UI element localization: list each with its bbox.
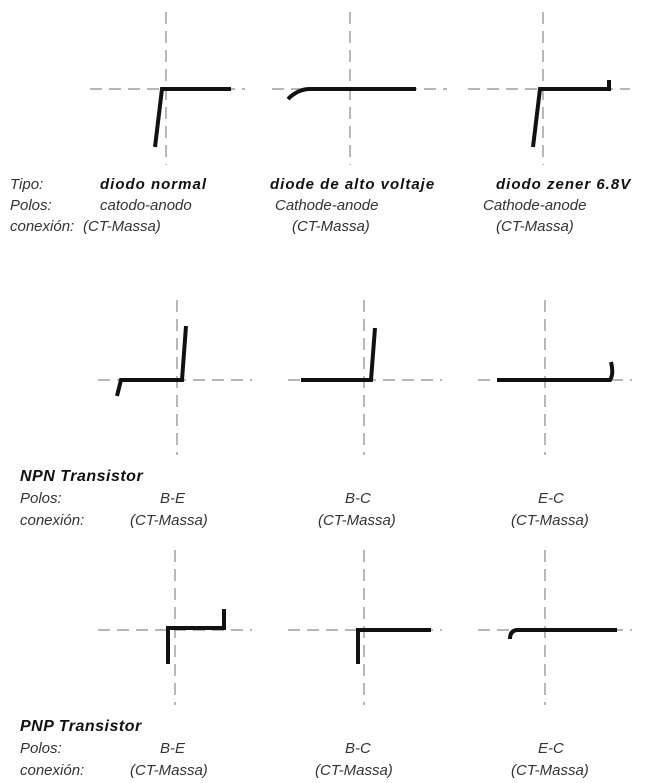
- pnp-ec-connection: (CT-Massa): [511, 762, 589, 779]
- iv-curve: [153, 87, 231, 148]
- pnp-bc-plot: [288, 550, 442, 705]
- iv-curve: [286, 87, 416, 101]
- diode-normal-connection: (CT-Massa): [83, 218, 161, 235]
- npn-label-connection: conexión:: [20, 512, 85, 529]
- iv-curve: [497, 361, 615, 382]
- iv-curve: [166, 609, 226, 664]
- iv-curve: [115, 325, 188, 397]
- pnp-bc-poles: B-C: [345, 740, 371, 757]
- npn-ec-connection: (CT-Massa): [511, 512, 589, 529]
- pnp-bc-connection: (CT-Massa): [315, 762, 393, 779]
- npn-label-poles: Polos:: [20, 490, 62, 507]
- npn-be-poles: B-E: [160, 490, 186, 507]
- pnp-title: PNP Transistor: [20, 718, 142, 735]
- npn-bc-poles: B-C: [345, 490, 371, 507]
- pnp-label-poles: Polos:: [20, 740, 62, 757]
- diode-high-voltage-connection: (CT-Massa): [292, 218, 370, 235]
- pnp-label-connection: conexión:: [20, 762, 85, 779]
- diode-zener-connection: (CT-Massa): [496, 218, 574, 235]
- diode-normal-plot: [90, 12, 245, 165]
- pnp-be-poles: B-E: [160, 740, 186, 757]
- npn-bc-plot: [288, 300, 442, 455]
- diode-zener-type: diodo zener 6.8V: [496, 176, 632, 193]
- label-connection: conexión:: [10, 218, 75, 235]
- iv-curve: [531, 80, 611, 148]
- pnp-ec-poles: E-C: [538, 740, 564, 757]
- diode-high-voltage-type: diode de alto voltaje: [270, 176, 436, 193]
- label-type: Tipo:: [10, 176, 44, 193]
- npn-title: NPN Transistor: [20, 468, 144, 485]
- diode-normal-poles: catodo-anodo: [100, 197, 192, 214]
- npn-ec-plot: [478, 300, 632, 455]
- diode-high-voltage-plot: [272, 12, 447, 165]
- npn-be-connection: (CT-Massa): [130, 512, 208, 529]
- iv-curve: [356, 628, 431, 664]
- iv-curve: [508, 628, 617, 640]
- diode-zener-poles: Cathode-anode: [483, 197, 587, 214]
- diode-zener-plot: [468, 12, 630, 165]
- pnp-be-connection: (CT-Massa): [130, 762, 208, 779]
- label-poles: Polos:: [10, 197, 52, 214]
- npn-ec-poles: E-C: [538, 490, 564, 507]
- pnp-be-plot: [98, 550, 252, 705]
- diode-high-voltage-poles: Cathode-anode: [275, 197, 379, 214]
- diode-normal-type: diodo normal: [100, 176, 207, 193]
- npn-bc-connection: (CT-Massa): [318, 512, 396, 529]
- pnp-ec-plot: [478, 550, 632, 705]
- iv-curve: [301, 327, 377, 382]
- npn-be-plot: [98, 300, 252, 455]
